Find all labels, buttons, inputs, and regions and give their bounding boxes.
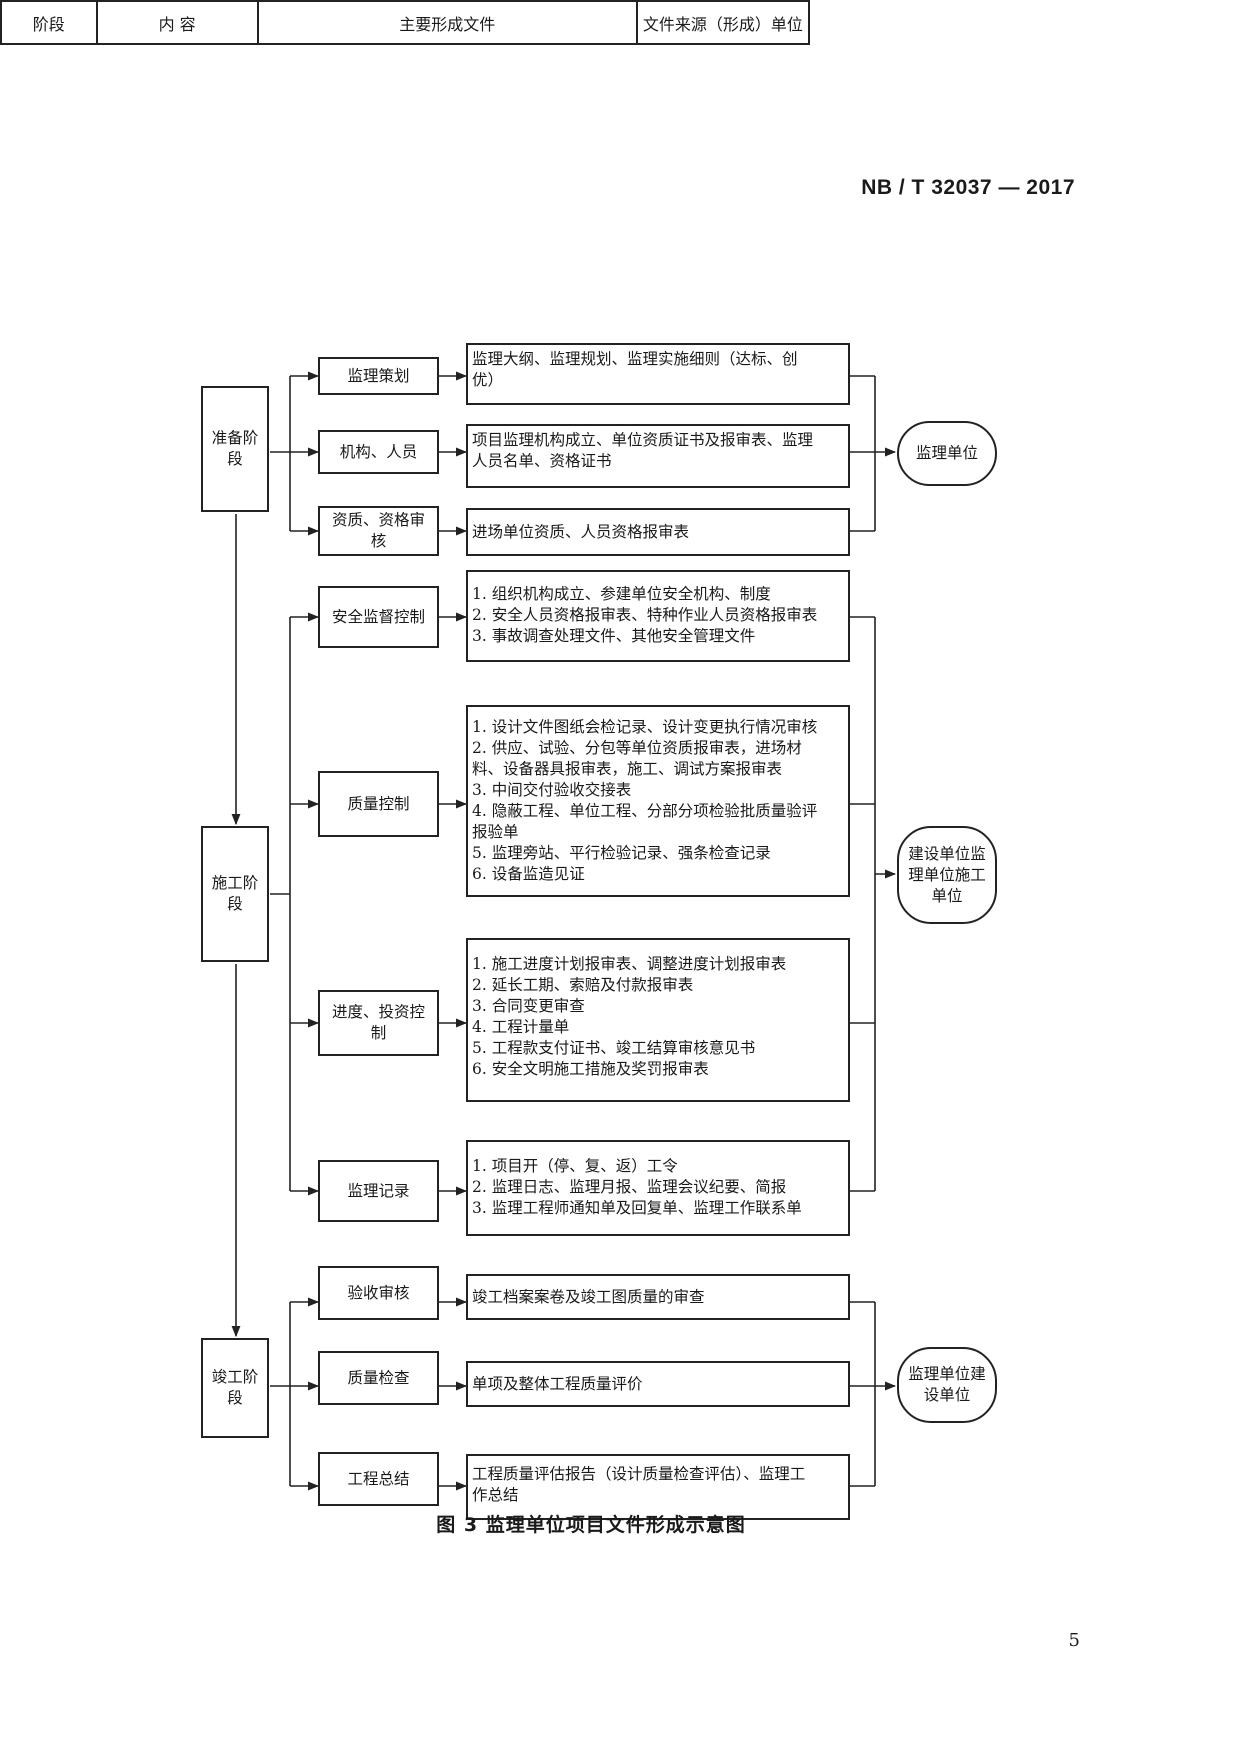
text-line: 优） [472, 371, 504, 389]
stage-construction: 施工阶段 [201, 826, 269, 962]
text-line: 监理单位 [908, 844, 986, 884]
stage-completion: 竣工阶段 [201, 1338, 269, 1438]
text-line: 报验单 [472, 823, 519, 841]
text-line: 施工单位 [931, 865, 986, 905]
text-line: 1. 施工进度计划报审表、调整进度计划报审表 [472, 955, 787, 973]
text-line: 1. 项目开（停、复、返）工令 [472, 1157, 678, 1175]
item-safety: 安全监督控制 [318, 586, 439, 648]
item-inspect: 质量检查 [318, 1351, 439, 1405]
header-content: 内 容 [98, 2, 259, 43]
text-line: 1. 组织机构成立、参建单位安全机构、制度 [472, 585, 771, 603]
source-construction: 建设单位监理单位施工单位 [897, 826, 997, 924]
text-line: 工程质量评估报告（设计质量检查评估）、监理工 [472, 1465, 806, 1483]
text-line: 2. 供应、试验、分包等单位资质报审表，进场材 [472, 739, 802, 757]
header-table: 阶段 内 容 主要形成文件 文件来源（形成）单位 [0, 0, 810, 45]
text-line: 3. 合同变更审查 [472, 997, 585, 1015]
docs-plan: 监理大纲、监理规划、监理实施细则（达标、创优） [466, 343, 850, 405]
item-quality: 质量控制 [318, 771, 439, 837]
item-plan: 监理策划 [318, 357, 439, 395]
docs-safety: 1. 组织机构成立、参建单位安全机构、制度 2. 安全人员资格报审表、特种作业人员… [466, 570, 850, 662]
source-completion: 监理单位建设单位 [897, 1347, 997, 1423]
text-line: 进场单位资质、人员资格报审表 [472, 522, 690, 541]
text-line: 监理单位 [915, 444, 978, 462]
text-line: 2. 延长工期、索赔及付款报审表 [472, 976, 694, 994]
text-line: 监理大纲、监理规划、监理实施细则（达标、创 [472, 350, 798, 368]
stage-prep: 准备阶段 [201, 386, 269, 512]
docs-org: 项目监理机构成立、单位资质证书及报审表、监理人员名单、资格证书 [466, 424, 850, 488]
docs-inspect: 单项及整体工程质量评价 [466, 1361, 850, 1407]
item-summary: 工程总结 [318, 1452, 439, 1506]
text-line: 3. 监理工程师通知单及回复单、监理工作联系单 [472, 1199, 802, 1217]
text-line: 料、设备器具报审表，施工、调试方案报审表 [472, 760, 783, 778]
header-stage: 阶段 [2, 2, 98, 43]
text-line: 4. 工程计量单 [472, 1018, 570, 1036]
docs-quality: 1. 设计文件图纸会检记录、设计变更执行情况审核 2. 供应、试验、分包等单位资质… [466, 705, 850, 897]
text-line: 6. 设备监造见证 [472, 865, 585, 883]
item-record: 监理记录 [318, 1160, 439, 1222]
page-number: 5 [1068, 1630, 1080, 1651]
text-line: 5. 工程款支付证书、竣工结算审核意见书 [472, 1039, 756, 1057]
text-line: 建设单位 [908, 844, 971, 863]
figure-caption: 图 3 监理单位项目文件形成示意图 [436, 1514, 746, 1536]
text-line: 5. 监理旁站、平行检验记录、强条检查记录 [472, 844, 771, 862]
docs-accept: 竣工档案案卷及竣工图质量的审查 [466, 1274, 850, 1320]
text-line: 竣工档案案卷及竣工图质量的审查 [472, 1287, 705, 1306]
text-line: 人员名单、资格证书 [472, 452, 612, 470]
text-line: 2. 安全人员资格报审表、特种作业人员资格报审表 [472, 606, 818, 624]
docs-progress: 1. 施工进度计划报审表、调整进度计划报审表 2. 延长工期、索赔及付款报审表 3.… [466, 938, 850, 1102]
item-qual: 资质、资格审核 [318, 506, 439, 556]
header-documents: 主要形成文件 [259, 2, 638, 43]
text-line: 3. 事故调查处理文件、其他安全管理文件 [472, 627, 756, 645]
text-line: 作总结 [472, 1486, 519, 1504]
docs-qual: 进场单位资质、人员资格报审表 [466, 508, 850, 556]
text-line: 单项及整体工程质量评价 [472, 1374, 643, 1393]
item-progress: 进度、投资控制 [318, 990, 439, 1056]
document-code: NB / T 32037 — 2017 [861, 176, 1075, 199]
docs-record: 1. 项目开（停、复、返）工令 2. 监理日志、监理月报、监理会议纪要、简报 3. … [466, 1140, 850, 1236]
text-line: 3. 中间交付验收交接表 [472, 781, 632, 799]
text-line: 1. 设计文件图纸会检记录、设计变更执行情况审核 [472, 718, 818, 736]
item-org: 机构、人员 [318, 430, 439, 474]
text-line: 监理单位 [908, 1365, 971, 1383]
text-line: 2. 监理日志、监理月报、监理会议纪要、简报 [472, 1178, 787, 1196]
header-source: 文件来源（形成）单位 [642, 14, 803, 34]
text-line: 6. 安全文明施工措施及奖罚报审表 [472, 1060, 709, 1078]
text-line: 4. 隐蔽工程、单位工程、分部分项检验批质量验评 [472, 802, 818, 820]
text-line: 项目监理机构成立、单位资质证书及报审表、监理 [472, 431, 814, 449]
source-prep: 监理单位 [897, 421, 997, 486]
docs-summary: 工程质量评估报告（设计质量检查评估）、监理工作总结 [466, 1454, 850, 1520]
item-accept: 验收审核 [318, 1266, 439, 1320]
text-line: 建设单位 [923, 1365, 986, 1404]
